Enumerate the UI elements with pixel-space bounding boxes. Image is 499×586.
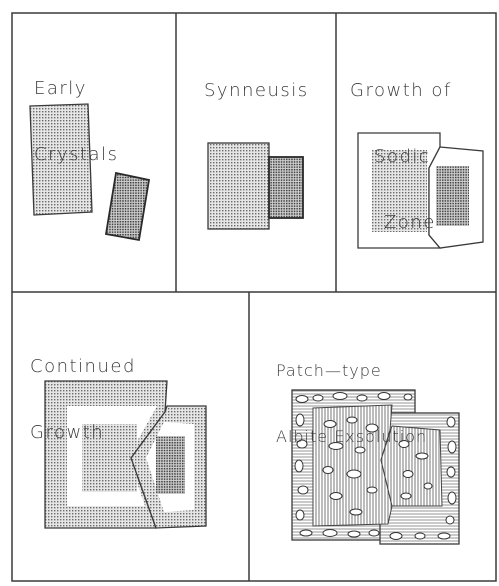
- panel-title-early-crystals: Early Crystals: [34, 34, 118, 188]
- synneusis-crystal-small: [269, 157, 303, 218]
- title-line: Patch—type: [276, 360, 427, 382]
- title-line: Albite Exsolution: [276, 426, 427, 448]
- title-line: Crystals: [34, 144, 118, 166]
- panel-title-patch-type-albite-exsolution: Patch—type Albite Exsolution: [276, 316, 427, 470]
- title-line: Growth of: [350, 80, 452, 102]
- panel-title-growth-of-sodic-zone: Growth of Sodic Zone: [350, 36, 452, 256]
- title-line: Zone: [350, 212, 452, 234]
- title-line: Continued: [30, 356, 136, 378]
- title-line: Growth: [30, 422, 136, 444]
- panel-synneusis: [208, 143, 303, 229]
- title-line: Sodic: [350, 146, 452, 168]
- panel-title-continued-growth: Continued Growth: [30, 312, 136, 466]
- synneusis-crystal-large: [208, 143, 269, 229]
- continued-growth-core-small: [156, 436, 185, 494]
- title-line: Early: [34, 78, 118, 100]
- title-line: Synneusis: [204, 80, 309, 102]
- panel-title-synneusis: Synneusis: [204, 36, 309, 124]
